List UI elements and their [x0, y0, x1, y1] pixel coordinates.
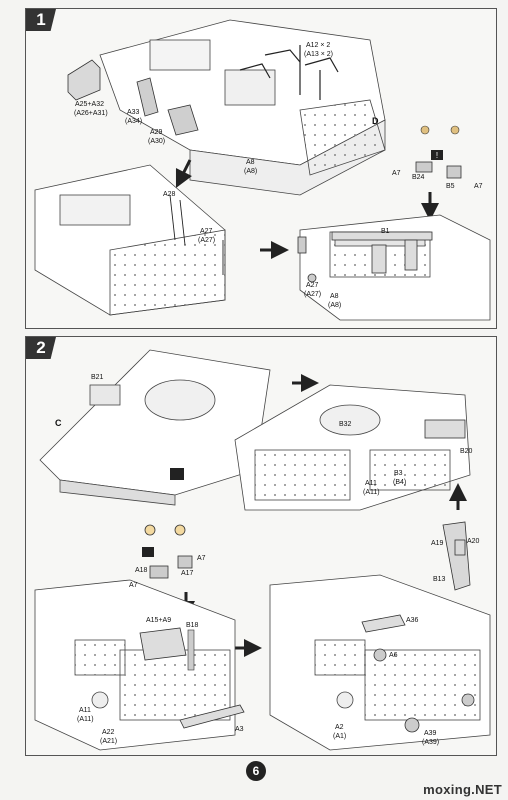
part-b20-brackets — [424, 419, 466, 439]
part-a28-arms — [169, 194, 224, 275]
label-a20: A20 — [467, 538, 480, 545]
part-a27-post — [297, 236, 317, 283]
arrow-down-left-1 — [175, 159, 193, 189]
label-a13: (A13 × 2) — [304, 51, 333, 58]
label-b21: B21 — [91, 374, 104, 381]
label-b24: B24 — [412, 174, 425, 181]
label-a36: A36 — [406, 617, 419, 624]
label-a30: (A30) — [148, 138, 166, 145]
label-a19: A19 — [431, 540, 444, 547]
label-a2: A2 — [335, 724, 344, 731]
label-a29: A29 — [150, 129, 163, 136]
part-a19-a20 — [442, 521, 471, 591]
label-a7-s2a: A7 — [197, 555, 206, 562]
label-b18: B18 — [186, 622, 199, 629]
part-a12-arms — [239, 45, 339, 100]
label-a26: (A26+A31) — [74, 110, 108, 117]
part-b5-assembly — [415, 161, 462, 179]
hull-lower-left-1 — [34, 164, 226, 316]
label-a18: A18 — [135, 567, 148, 574]
part-a18-a17 — [144, 524, 193, 579]
label-a7-left: A7 — [392, 170, 401, 177]
part-a36-bracket — [361, 614, 406, 633]
watermark: moxing.NET — [423, 782, 502, 797]
label-a21: (A21) — [100, 738, 118, 745]
label-a7-s2b: A7 — [129, 582, 138, 589]
label-a34: (A34) — [125, 118, 143, 125]
label-a3: A3 — [235, 726, 244, 733]
label-a25: A25+A32 — [75, 101, 104, 108]
label-a11d: (A11) — [77, 716, 94, 723]
hull-assembled-2 — [234, 384, 471, 511]
label-a8c: A8 — [330, 293, 339, 300]
label-a11b: (A11) — [363, 489, 380, 496]
label-a8b: (A8) — [244, 168, 258, 175]
hull-lower-left-2 — [34, 579, 236, 751]
label-a28: A28 — [163, 191, 176, 198]
label-a17: A17 — [181, 570, 194, 577]
label-a39: A39 — [424, 730, 437, 737]
label-a15: A15+A9 — [146, 617, 172, 624]
label-b5: B5 — [446, 183, 455, 190]
label-a8: A8 — [246, 159, 255, 166]
step-1-badge: 1 — [26, 9, 56, 31]
label-b4: (B4) — [393, 479, 407, 486]
label-a1: (A1) — [333, 733, 347, 740]
caution-icon-2 — [142, 547, 154, 557]
label-d: D — [372, 116, 379, 126]
label-a11c: A11 — [79, 707, 91, 714]
caution-icon — [431, 150, 443, 160]
label-a6: A6 — [389, 652, 398, 659]
hull-lower-right-2 — [269, 574, 491, 751]
part-b1-rack — [331, 231, 433, 274]
label-b13: B13 — [433, 576, 446, 583]
label-b20: B20 — [460, 448, 473, 455]
step-2-badge: 2 — [26, 337, 56, 359]
label-b32: B32 — [339, 421, 352, 428]
part-a15-plate — [139, 627, 187, 661]
label-a27d: (A27) — [304, 291, 322, 298]
label-a11: A11 — [365, 480, 377, 487]
label-c: C — [55, 418, 62, 428]
label-b1: B1 — [381, 228, 390, 235]
flip-icon — [170, 468, 184, 480]
caution-glyph: ! — [436, 151, 438, 160]
label-a33: A33 — [127, 109, 140, 116]
label-a8d: (A8) — [328, 302, 342, 309]
hull-top-view-1 — [99, 19, 386, 196]
part-b24-bolts — [420, 125, 460, 135]
label-a27c: A27 — [306, 282, 319, 289]
label-a22: A22 — [102, 729, 115, 736]
page-number: 6 — [246, 761, 266, 781]
hull-roof-plate-2 — [39, 349, 271, 506]
part-a33-plate — [136, 77, 159, 117]
part-a3-bar — [179, 704, 245, 729]
label-a39b: (A39) — [422, 739, 440, 746]
part-a25-block — [67, 59, 101, 101]
label-a7-right: A7 — [474, 183, 483, 190]
part-b18-rod — [187, 629, 195, 671]
label-b3: B3 — [394, 470, 403, 477]
label-a27b: (A27) — [198, 237, 216, 244]
label-a12: A12 × 2 — [306, 42, 331, 49]
part-a29-plate — [167, 104, 199, 136]
label-a27: A27 — [200, 228, 213, 235]
part-a6-a39 — [373, 648, 475, 733]
